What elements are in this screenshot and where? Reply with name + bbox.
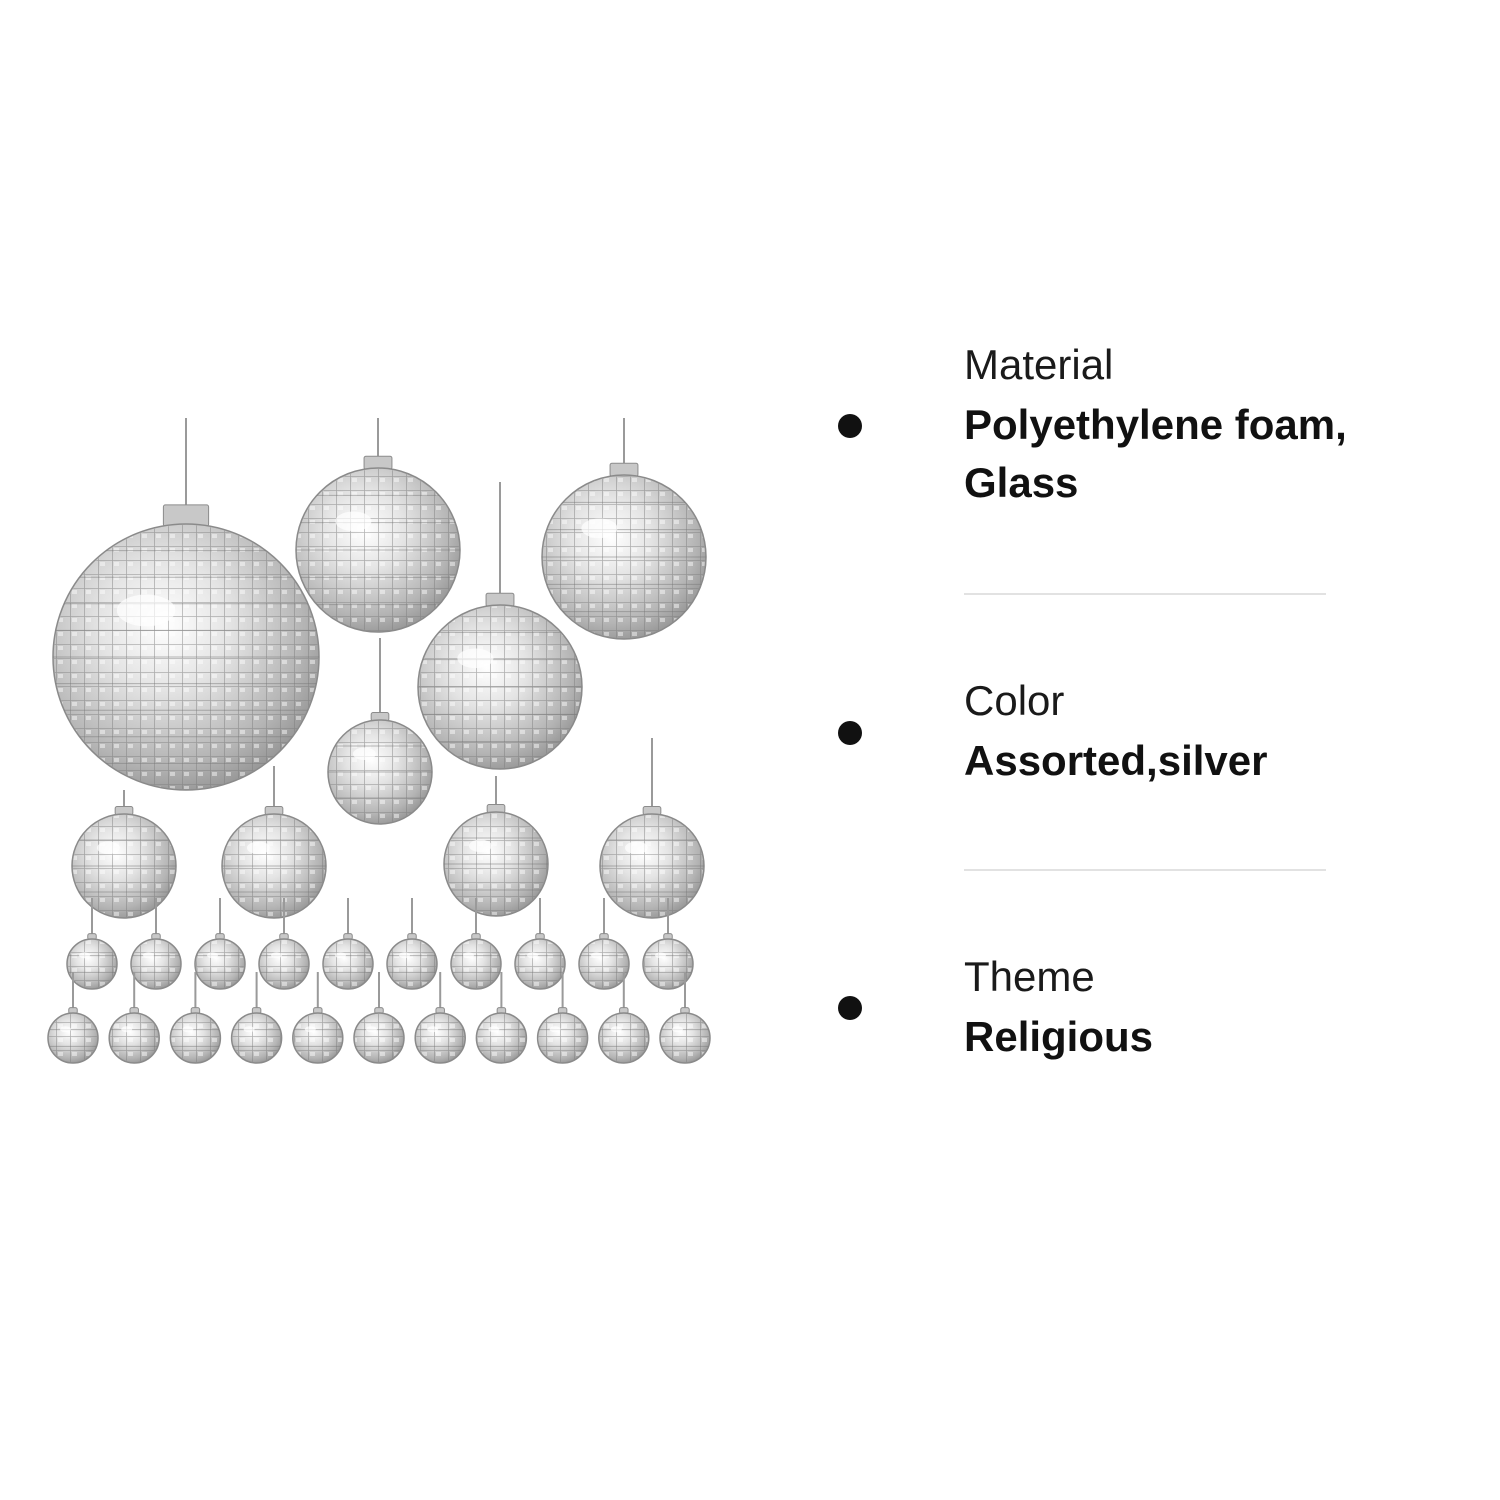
disco-ball-ornament-icon: [327, 638, 433, 825]
attribute-color: Color Assorted,silver: [964, 676, 1434, 790]
disco-ball-ornament-icon: [450, 898, 502, 990]
divider: [964, 593, 1326, 595]
disco-ball-ornament-icon: [169, 972, 222, 1064]
disco-ball-ornaments-image: [47, 418, 711, 1064]
disco-ball-ornament-icon: [578, 898, 630, 990]
attribute-label: Material: [964, 341, 1114, 388]
bullet-dot-icon: [838, 414, 862, 438]
attribute-value: Polyethylene foam, Glass: [964, 401, 1347, 506]
disco-ball-ornament-icon: [514, 898, 566, 990]
disco-ball-ornament-icon: [599, 738, 705, 919]
bullet-dot-icon: [838, 996, 862, 1020]
disco-ball-ornament-icon: [642, 898, 694, 990]
disco-ball-ornament-icon: [598, 972, 650, 1064]
divider: [964, 869, 1326, 871]
disco-ball-ornament-icon: [536, 972, 589, 1064]
disco-ball-ornament-icon: [52, 418, 320, 791]
disco-ball-ornament-icon: [221, 766, 327, 919]
disco-ball-ornament-icon: [386, 898, 438, 990]
disco-ball-ornament-icon: [292, 972, 344, 1064]
disco-ball-ornament-icon: [414, 972, 466, 1064]
disco-ball-ornament-icon: [322, 898, 374, 990]
disco-ball-ornament-icon: [66, 898, 118, 990]
disco-ball-ornament-icon: [258, 898, 310, 990]
disco-ball-ornament-icon: [417, 482, 583, 770]
disco-ball-ornament-icon: [353, 972, 405, 1064]
bullet-dot-icon: [838, 721, 862, 745]
disco-ball-ornament-icon: [541, 418, 707, 640]
disco-ball-ornament-icon: [230, 972, 283, 1064]
attribute-label: Theme: [964, 953, 1095, 1000]
disco-ball-ornament-icon: [130, 898, 182, 990]
attribute-theme: Theme Religious: [964, 952, 1434, 1066]
disco-ball-ornament-icon: [71, 790, 177, 919]
attribute-label: Color: [964, 677, 1065, 724]
attribute-value: Assorted,silver: [964, 737, 1268, 784]
disco-ball-ornament-icon: [659, 972, 711, 1064]
disco-ball-ornament-icon: [443, 776, 549, 917]
disco-ball-ornament-icon: [194, 898, 246, 990]
disco-ball-ornament-icon: [108, 972, 160, 1064]
attribute-material: Material Polyethylene foam, Glass: [964, 340, 1434, 512]
disco-ball-ornament-icon: [475, 972, 528, 1064]
disco-ball-ornament-icon: [47, 972, 99, 1064]
disco-ball-ornament-icon: [295, 418, 461, 633]
attribute-value: Religious: [964, 1013, 1154, 1060]
